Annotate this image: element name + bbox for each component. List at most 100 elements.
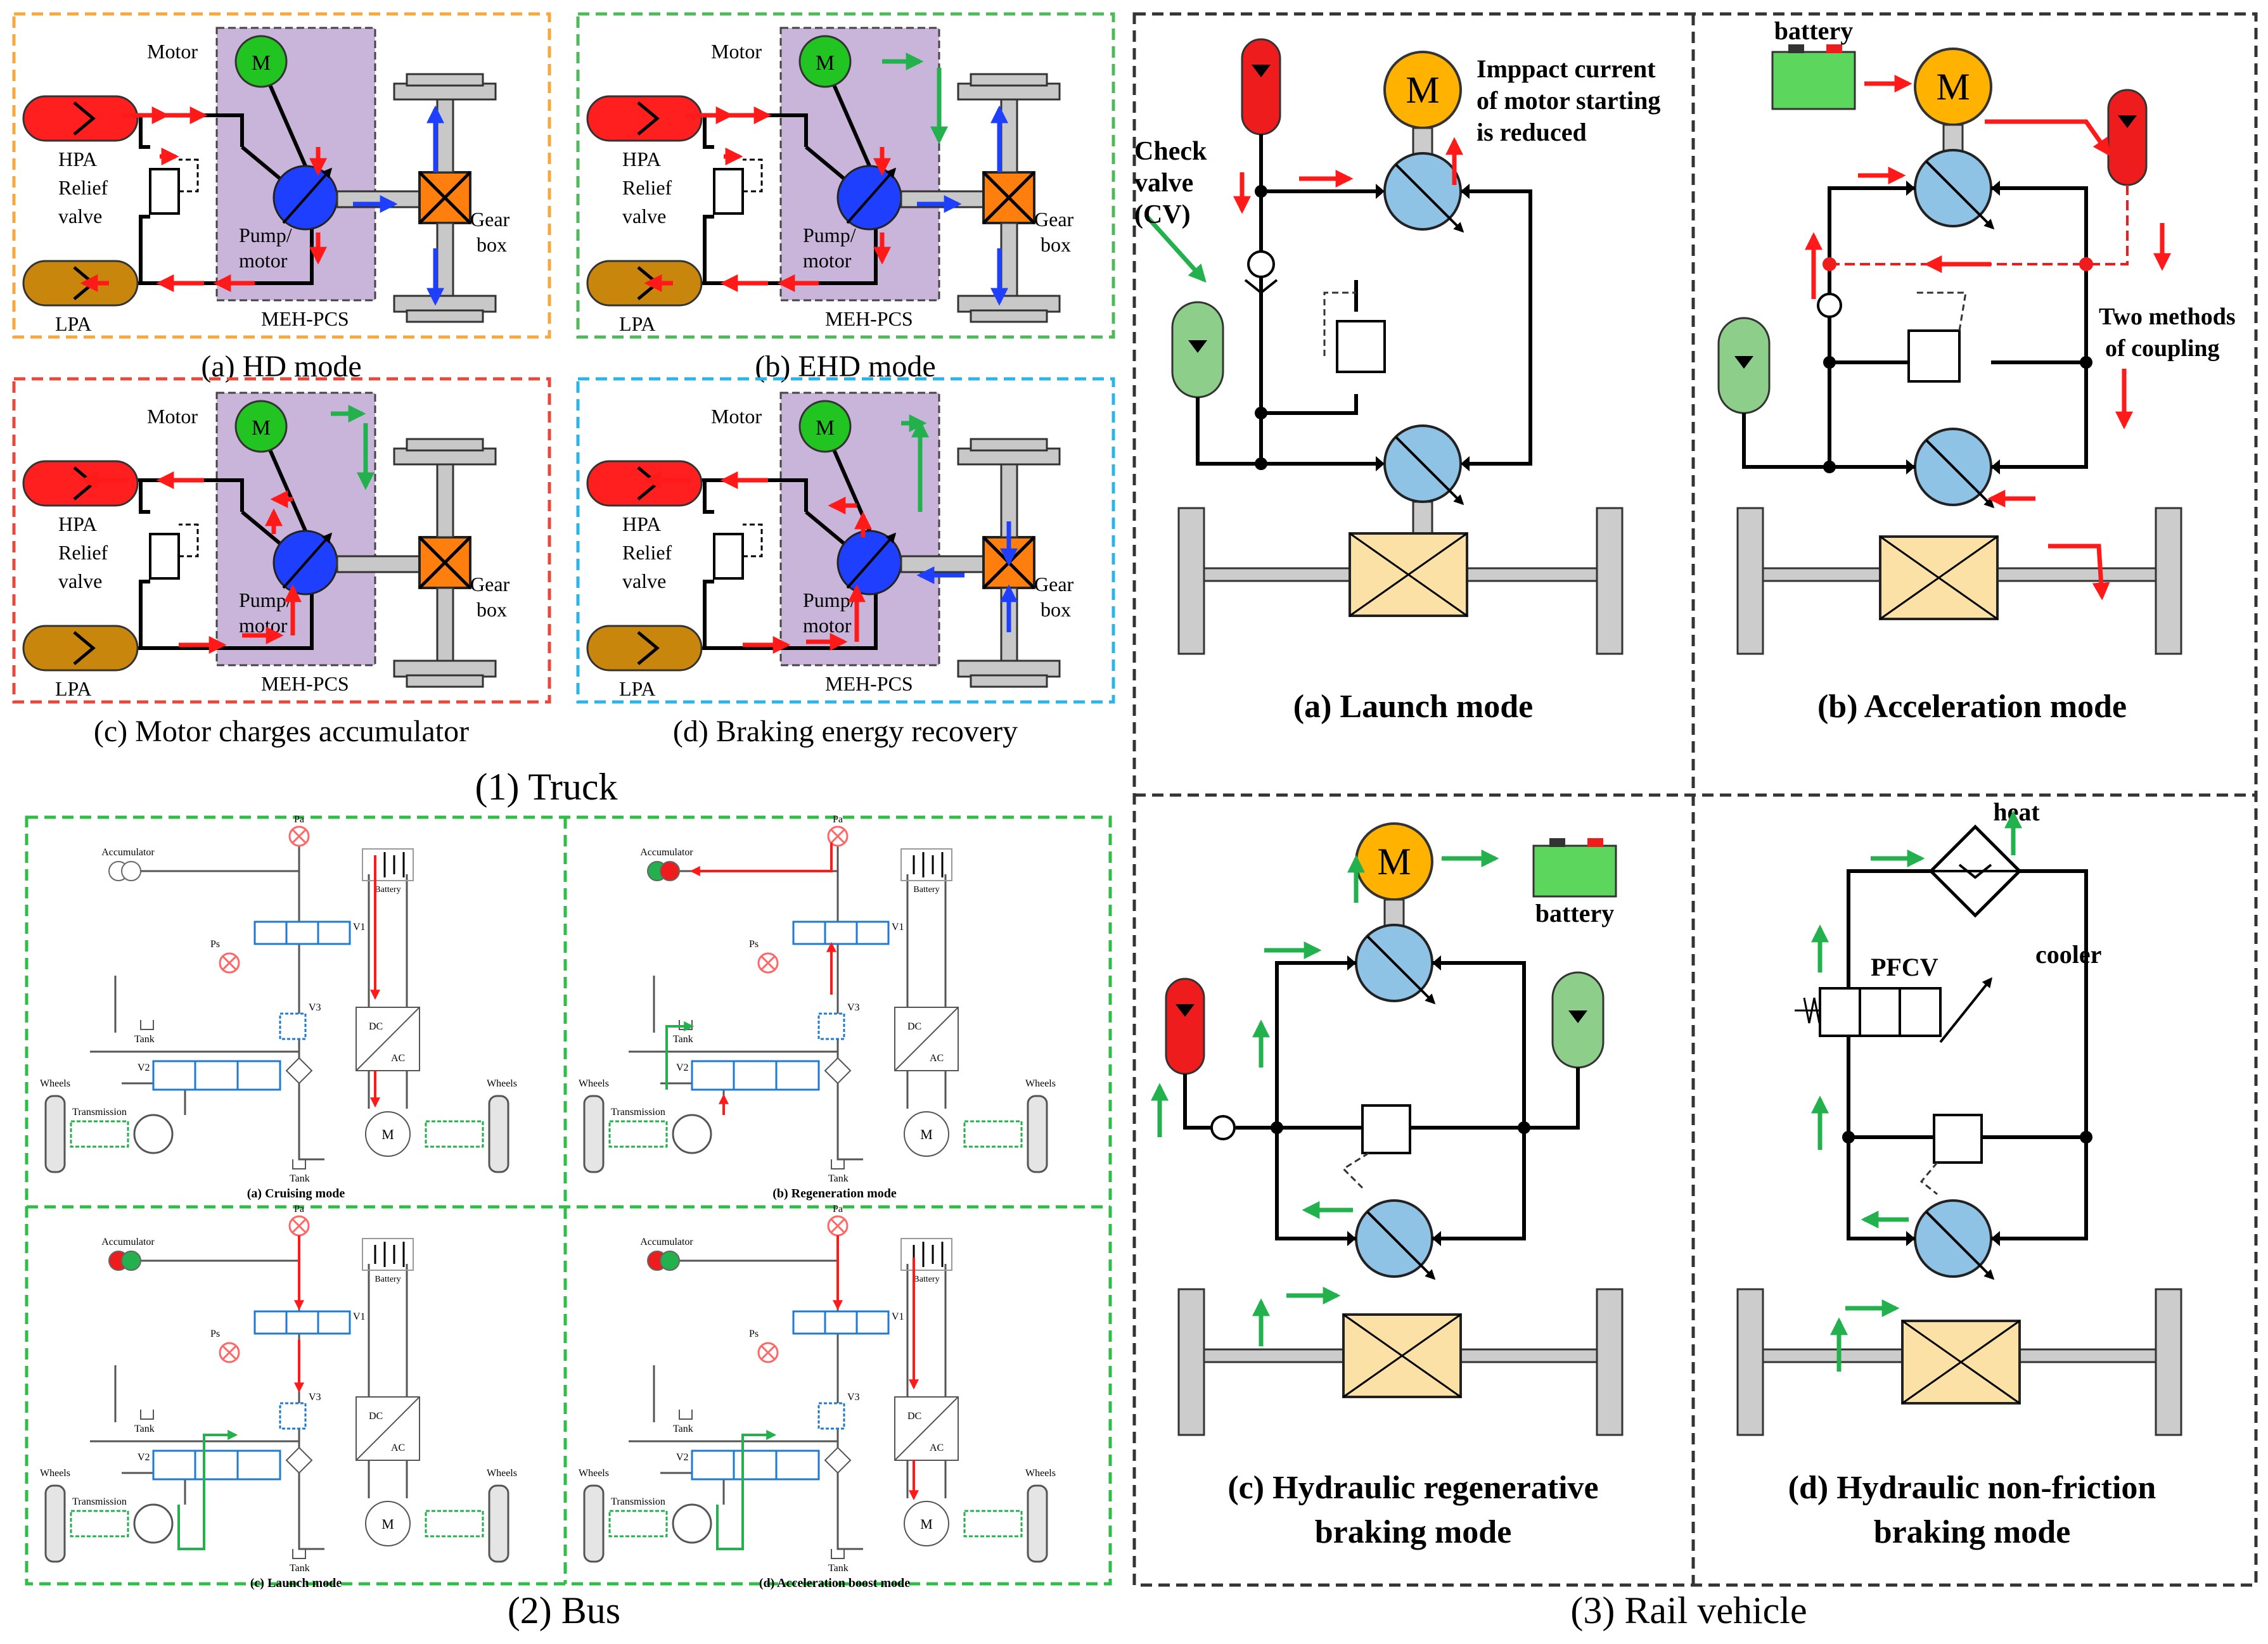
battery-terminal-pos [1587,838,1603,847]
junction-dot [1518,1121,1530,1134]
motor-circle [234,400,288,453]
left-wheels-label: Wheels [579,1468,609,1479]
heat-label: heat [1993,798,2040,826]
v1-valve-icon [253,921,351,945]
lpa-accumulator [22,260,139,307]
ps-sensor-cross [760,955,776,971]
launch-right-wheel [1596,507,1624,655]
bottom-pump-motor-variable-arrow [1925,1211,1995,1280]
right-wheel-icon [488,1095,509,1173]
v3-label: V3 [309,1002,321,1013]
gearbox-cross [418,171,471,224]
bus-panel-caption: (d) Acceleration boost mode [759,1576,910,1590]
coupling-label2: of coupling [2105,335,2220,362]
wheel-lower [393,660,497,678]
nonfriction-hydraulic-lines [1847,869,2088,1240]
tank2-icon [831,1549,845,1559]
accumulator-right [121,861,141,881]
v3-valve-icon [817,1402,845,1430]
coupling-node-right [2079,257,2093,271]
high-pressure-accumulator [1241,38,1281,136]
motor-symbol: M [816,51,835,75]
accumulator-right [121,1251,141,1271]
relief-valve-icon [149,533,180,580]
wheel-upper-cap [406,438,484,452]
check-valve-seat [1244,279,1278,295]
check-valve-pointer-arrow [1145,215,1207,283]
rail-group-label: (3) Rail vehicle [1570,1590,1807,1631]
tank-icon [679,1020,693,1030]
left-wheel-icon [583,1095,605,1173]
lpa-label: LPA [619,677,656,700]
accumulator-right [660,861,680,881]
lpa-accumulator [586,625,703,672]
cooler-label: cooler [2035,940,2101,969]
motor-circle [234,35,288,88]
lpa-label: LPA [619,312,656,335]
left-wheels-label: Wheels [40,1078,70,1089]
v2-label: V2 [676,1062,689,1073]
right-transmission-icon [963,1120,1023,1148]
v3-valve-icon [817,1012,845,1040]
motor-circle [798,400,852,453]
right-transmission-icon [963,1510,1023,1538]
battery-terminal-neg [1788,44,1804,53]
pump-label: Pump/ [239,589,292,611]
rail-motor-symbol: M [1406,69,1439,111]
regen-gearbox-cross [1343,1313,1461,1398]
battery-label: battery [1774,16,1853,45]
axle-lower [436,587,454,665]
impact-note-line1: Imppact current [1477,54,1656,83]
wheel-upper-cap [970,73,1048,87]
valve-label: valve [58,205,102,227]
dc-ac-diagonal [894,1396,959,1461]
valve-label: valve [58,570,102,592]
check-valve-label3: (CV) [1134,200,1191,229]
wheel-lower-cap [970,309,1048,323]
relief-label: Relief [58,541,108,564]
axle-upper [436,95,454,174]
low-accumulator-triangle-icon [1734,356,1753,369]
ac-label: AC [391,1053,405,1064]
pump-label: Pump/ [239,224,292,246]
box-label: box [477,233,507,256]
v1-valve-cells [285,1311,319,1334]
battery-label: Battery [375,885,400,895]
v3-label: V3 [847,1392,860,1403]
relief-pilot-line [179,158,199,193]
v1-valve-cells [285,922,319,944]
tank2-label: Tank [828,1173,849,1184]
filter-icon [285,1057,313,1085]
v1-valve-icon [792,921,890,945]
battery-label: battery [1535,899,1614,927]
box-label: box [1041,233,1071,256]
meh-pcs-label: MEH-PCS [825,307,913,330]
wheel-upper-cap [970,438,1048,452]
hpa-triangle-icon [637,101,660,136]
hydraulic-pump-icon [672,1503,712,1544]
meh-pcs-label: MEH-PCS [825,672,913,695]
battery-icon [1771,51,1856,110]
v1-valve-icon [792,1310,890,1335]
accumulator-right [660,1251,680,1271]
check-valve-icon [1817,293,1842,318]
variable-displacement-arrow [846,167,897,224]
left-transmission-icon [70,1120,129,1148]
ps-sensor-cross [222,955,237,971]
relief-valve-icon [1933,1114,1983,1164]
dc-label: DC [369,1021,383,1032]
motor-symbol: M [252,51,271,75]
axle-upper [1000,95,1018,174]
pfcv-label: PFCV [1871,953,1938,981]
junction-dot [1271,1121,1283,1134]
low-accumulator-triangle-icon [1568,1010,1587,1023]
dc-label: DC [369,1411,383,1422]
regen-accumulator-arrow [689,843,833,876]
truck-panel-2: MMotorHPAReliefvalveLPAPump/motorMEH-PCS… [12,377,551,748]
v2-valve-cells [194,1061,239,1090]
impact-note-line3: is reduced [1477,118,1587,146]
meh-pcs-label: MEH-PCS [261,672,349,695]
variable-displacement-arrow [282,532,333,589]
check-valve-label2: valve [1134,169,1193,198]
motor-label: Motor [711,40,762,63]
